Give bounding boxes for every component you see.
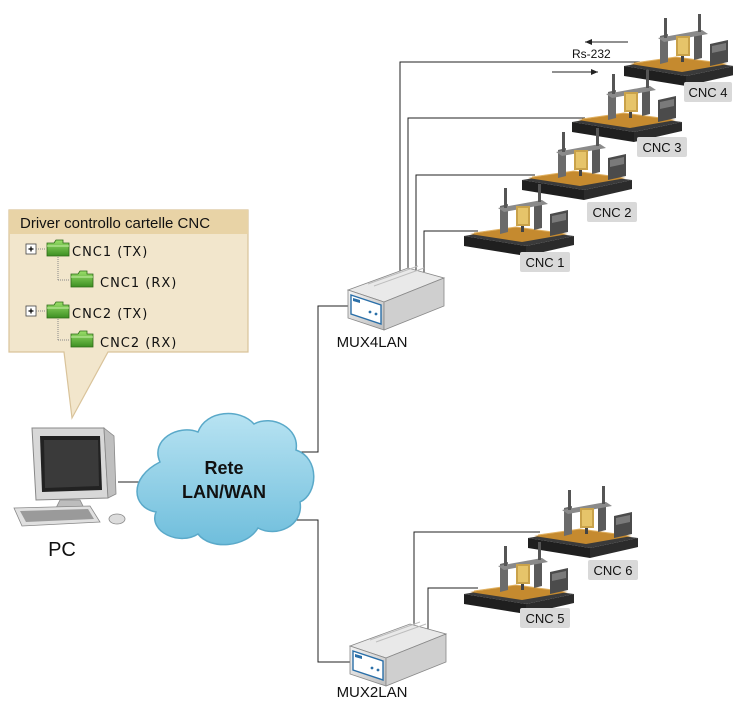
cnc-machine-6[interactable]: CNC 6 [527, 485, 639, 580]
mux2lan-device[interactable]: MUX2LAN [337, 621, 447, 701]
link-mux2-cnc5 [427, 587, 478, 630]
mux4lan-label: MUX4LAN [337, 334, 408, 351]
cnc-machine-5[interactable]: CNC 5 [463, 541, 575, 628]
cnc-machine-icon [623, 13, 733, 87]
link-mux4-cnc4 [399, 61, 640, 272]
cnc3-label: CNC 3 [642, 140, 681, 155]
multiplexer-icon [349, 621, 447, 687]
rs232-indicator: Rs-232 [552, 39, 628, 75]
cnc1-label: CNC 1 [525, 255, 564, 270]
tree-item-label: CNC1 (RX) [100, 276, 177, 291]
tree-item-cnc2-rx[interactable]: CNC2 (RX) [70, 330, 177, 351]
tree-item-label: CNC2 (RX) [100, 336, 177, 351]
cloud-label-line2: LAN/WAN [182, 482, 266, 502]
lan-wan-cloud: Rete LAN/WAN [136, 412, 315, 546]
tree-item-label: CNC2 (TX) [72, 307, 148, 322]
cnc5-label: CNC 5 [525, 611, 564, 626]
mouse-icon [108, 513, 126, 525]
link-mux4-cnc3 [407, 117, 585, 272]
pc-computer[interactable]: PC [13, 427, 126, 561]
link-cloud-mux4lan [296, 305, 352, 453]
link-mux2-cnc6 [413, 531, 540, 630]
multiplexer-icon [347, 265, 445, 331]
label-chip [684, 82, 732, 102]
link-cloud-mux2lan [296, 519, 352, 663]
cnc-machine-3[interactable]: CNC 3 [571, 69, 687, 157]
driver-callout: Driver controllo cartelle CNC CNC1 (TX) … [8, 209, 249, 420]
callout-title: Driver controllo cartelle CNC [20, 215, 210, 232]
tree-item-cnc2-tx[interactable]: CNC2 (TX) [25, 301, 148, 322]
mux2lan-label: MUX2LAN [337, 684, 408, 701]
expand-plus-icon[interactable] [25, 243, 37, 255]
label-chip [520, 608, 570, 628]
arrow-left-icon [585, 39, 592, 45]
tree-item-label: CNC1 (TX) [72, 245, 148, 260]
label-chip [588, 560, 638, 580]
expand-plus-icon[interactable] [25, 305, 37, 317]
tree-item-cnc1-rx[interactable]: CNC1 (RX) [70, 270, 177, 291]
mux4lan-device[interactable]: MUX4LAN [337, 265, 445, 351]
cloud-shape [136, 412, 315, 546]
cnc-machine-2[interactable]: CNC 2 [521, 127, 637, 222]
rs232-label: Rs-232 [572, 47, 611, 61]
label-chip [587, 202, 637, 222]
cnc6-label: CNC 6 [593, 563, 632, 578]
cnc-machine-icon [527, 485, 639, 559]
network-lines [118, 61, 640, 663]
label-chip [637, 137, 687, 157]
callout-title-bar [9, 210, 248, 234]
cnc2-label: CNC 2 [592, 205, 631, 220]
link-mux4-cnc2 [415, 174, 535, 272]
cnc4-label: CNC 4 [688, 85, 727, 100]
cnc-machine-1[interactable]: CNC 1 [463, 183, 575, 272]
arrow-right-icon [591, 69, 598, 75]
tree-item-cnc1-tx[interactable]: CNC1 (TX) [25, 239, 148, 260]
cnc-machine-icon [463, 541, 575, 615]
cnc-machine-4[interactable]: CNC 4 [623, 13, 733, 102]
cloud-label-line1: Rete [204, 458, 243, 478]
pc-label: PC [48, 539, 76, 561]
label-chip [520, 252, 570, 272]
link-mux4-cnc1 [423, 230, 478, 272]
